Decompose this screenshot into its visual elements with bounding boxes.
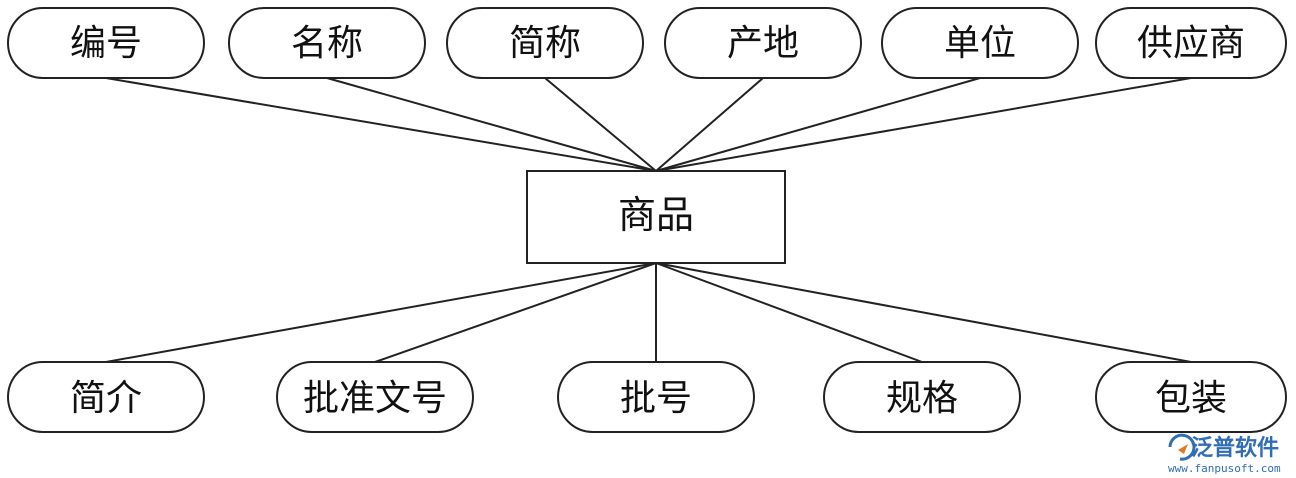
connector-line xyxy=(655,77,981,172)
entity-label: 商品 xyxy=(618,193,694,237)
connector-line xyxy=(326,77,657,172)
attribute-shape xyxy=(881,7,1079,79)
attribute-label: 产地 xyxy=(727,23,799,64)
connector-lines xyxy=(105,77,1192,363)
attribute-label: 名称 xyxy=(291,23,363,64)
attribute-packaging: 包装 xyxy=(1095,361,1287,433)
attribute-shape xyxy=(228,7,426,79)
entity-product: 商品 xyxy=(526,170,786,264)
attribute-shape xyxy=(7,7,205,79)
attribute-label: 简称 xyxy=(509,23,581,64)
watermark-brand: 泛普软件 xyxy=(1191,435,1279,461)
fanpu-logo-icon xyxy=(1168,433,1196,461)
attribute-label: 简介 xyxy=(70,378,142,419)
connector-line xyxy=(655,77,764,172)
attribute-shape xyxy=(1095,361,1287,433)
attribute-label: 批准文号 xyxy=(303,378,447,419)
entity-box xyxy=(526,170,786,264)
attribute-number: 编号 xyxy=(7,7,205,79)
connector-line xyxy=(105,77,657,172)
attribute-specification: 规格 xyxy=(823,361,1021,433)
attribute-shape xyxy=(7,361,205,433)
watermark-url: www.fanpusoft.com xyxy=(1168,462,1281,475)
attribute-shape xyxy=(557,361,755,433)
attribute-label: 单位 xyxy=(944,23,1016,64)
attribute-supplier: 供应商 xyxy=(1095,7,1287,79)
connector-line xyxy=(544,77,657,172)
attribute-shape xyxy=(823,361,1021,433)
attribute-label: 批号 xyxy=(620,378,692,419)
attribute-name: 名称 xyxy=(228,7,426,79)
connector-line xyxy=(655,77,1192,172)
attribute-introduction: 简介 xyxy=(7,361,205,433)
attribute-shape xyxy=(664,7,862,79)
attribute-label: 编号 xyxy=(70,23,142,64)
connector-line xyxy=(655,262,923,363)
attribute-label: 规格 xyxy=(886,378,958,419)
attribute-short-name: 简称 xyxy=(446,7,644,79)
attribute-shape xyxy=(1095,7,1287,79)
connector-line xyxy=(105,262,657,363)
attribute-unit: 单位 xyxy=(881,7,1079,79)
attribute-batch-number: 批号 xyxy=(557,361,755,433)
connector-line xyxy=(655,262,1192,363)
watermark: 泛普软件 www.fanpusoft.com xyxy=(1168,433,1281,475)
attribute-label: 包装 xyxy=(1155,378,1227,419)
attribute-origin: 产地 xyxy=(664,7,862,79)
attribute-label: 供应商 xyxy=(1137,23,1245,64)
attribute-shape xyxy=(276,361,474,433)
connector-line xyxy=(374,262,657,363)
attribute-shape xyxy=(446,7,644,79)
attribute-approval-number: 批准文号 xyxy=(276,361,474,433)
